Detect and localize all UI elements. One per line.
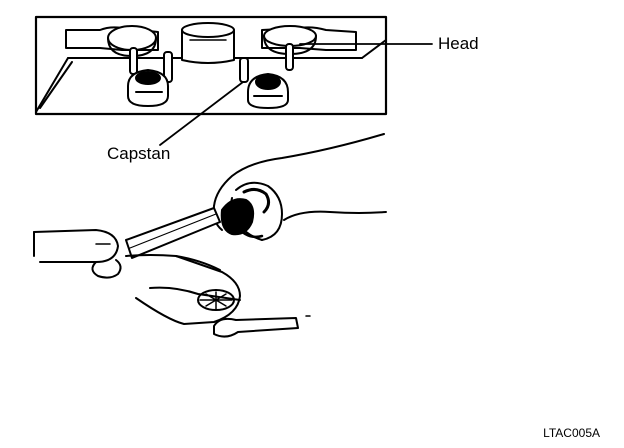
capstan-leader-line	[159, 81, 244, 146]
capstan-label: Capstan	[107, 144, 171, 163]
tape-deck-illustration	[34, 15, 388, 116]
tape-device-illustration	[33, 229, 241, 325]
cleaning-pen-icon	[213, 315, 311, 338]
figure-code: LTAC005A	[543, 426, 600, 440]
hand-cleaning-illustration	[125, 133, 387, 259]
head-label: Head	[438, 34, 479, 53]
